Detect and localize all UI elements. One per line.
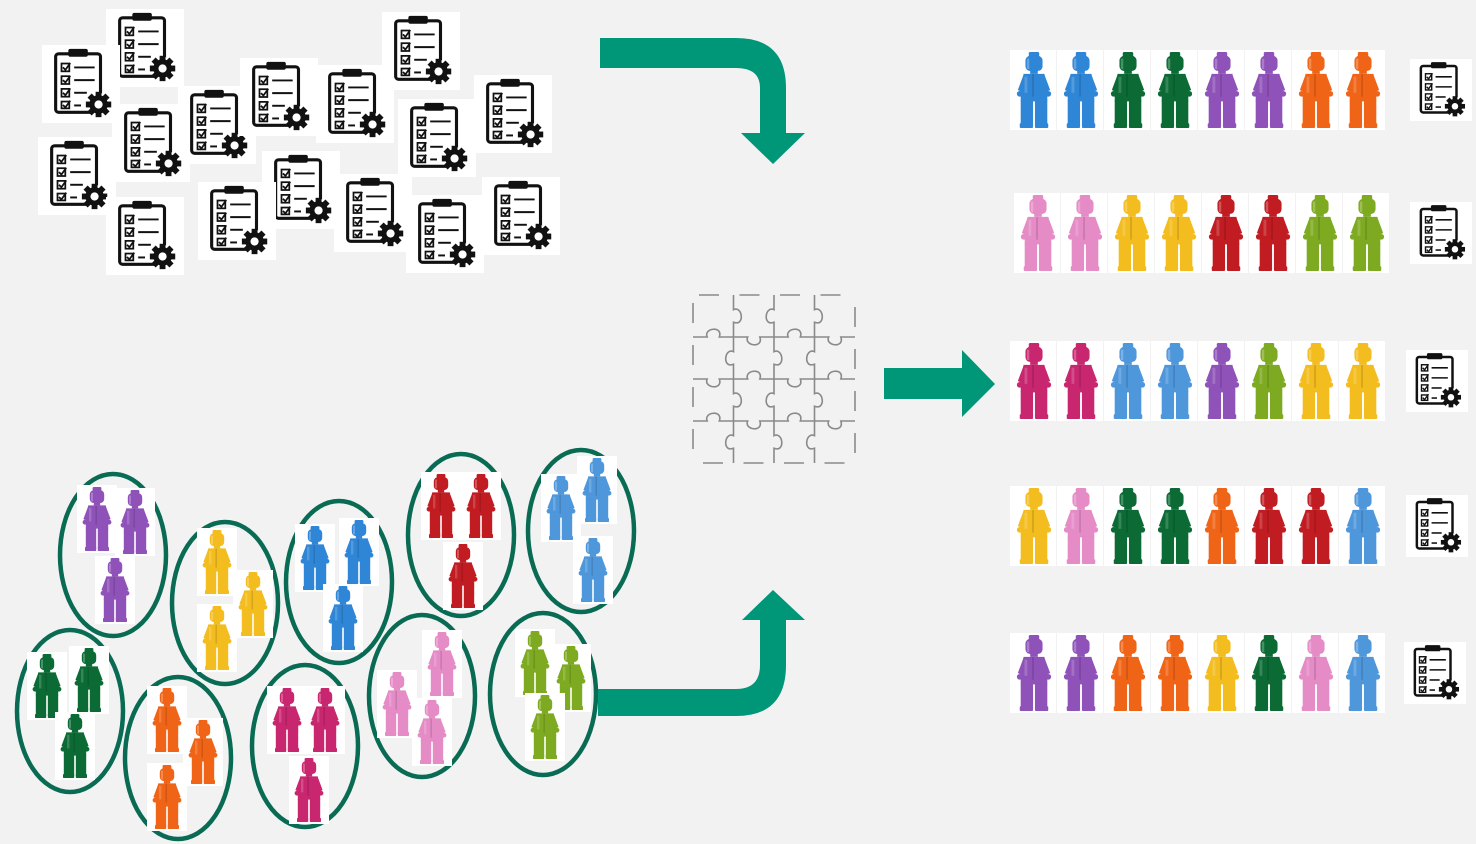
checklist-gear-icon xyxy=(38,136,116,216)
team-row xyxy=(1010,486,1468,566)
checklist-gear-icon xyxy=(1406,493,1468,559)
skill-group xyxy=(57,471,169,639)
skill-group-ring xyxy=(57,471,169,639)
skill-group xyxy=(249,662,361,830)
arrow-right-icon xyxy=(884,350,995,417)
checklist-gear-icon xyxy=(198,181,276,261)
skill-group-ring xyxy=(169,519,281,687)
checklist-gear-icon xyxy=(334,173,412,253)
skill-group xyxy=(405,451,517,619)
skill-group-ring xyxy=(14,627,126,795)
teams xyxy=(1010,50,1472,713)
flow-arrows xyxy=(598,38,995,716)
checklist-gear-icon xyxy=(474,74,552,154)
skill-group-ring xyxy=(405,451,517,619)
skill-group-ring xyxy=(525,447,637,615)
skill-group-ring xyxy=(283,498,395,666)
skill-group-ring xyxy=(122,674,234,842)
skill-group xyxy=(487,610,599,778)
arrow-down-icon xyxy=(600,38,805,164)
team-row xyxy=(1010,633,1466,713)
skill-group xyxy=(169,519,281,687)
checklist-gear-icon xyxy=(1410,57,1472,123)
team-row xyxy=(1014,193,1472,273)
checklist-gear-icon xyxy=(482,176,560,256)
skill-group xyxy=(14,627,126,795)
checklist-gear-icon xyxy=(1406,348,1468,414)
team-row xyxy=(1010,341,1468,421)
checklist-gear-icon xyxy=(398,98,476,178)
arrow-up-icon xyxy=(598,590,805,716)
checklist-gear-icon xyxy=(106,196,184,276)
checklist-gear-icon xyxy=(112,103,190,183)
checklist-gear-icon xyxy=(406,194,484,274)
team-row xyxy=(1010,50,1472,130)
checklist-gear-icon xyxy=(42,44,120,124)
skill-group xyxy=(283,498,395,666)
skill-group-ring xyxy=(366,612,478,780)
task-pool xyxy=(38,8,560,276)
skill-group xyxy=(366,612,478,780)
checklist-gear-icon xyxy=(1410,200,1472,266)
checklist-gear-icon xyxy=(1404,640,1466,706)
skill-group-ring xyxy=(249,662,361,830)
checklist-gear-icon xyxy=(240,57,318,137)
jigsaw-puzzle-icon xyxy=(692,294,856,464)
skill-group xyxy=(122,674,234,842)
checklist-gear-icon xyxy=(382,11,460,91)
skill-group xyxy=(525,447,637,615)
skill-group-ring xyxy=(487,610,599,778)
skill-groups xyxy=(14,447,637,842)
